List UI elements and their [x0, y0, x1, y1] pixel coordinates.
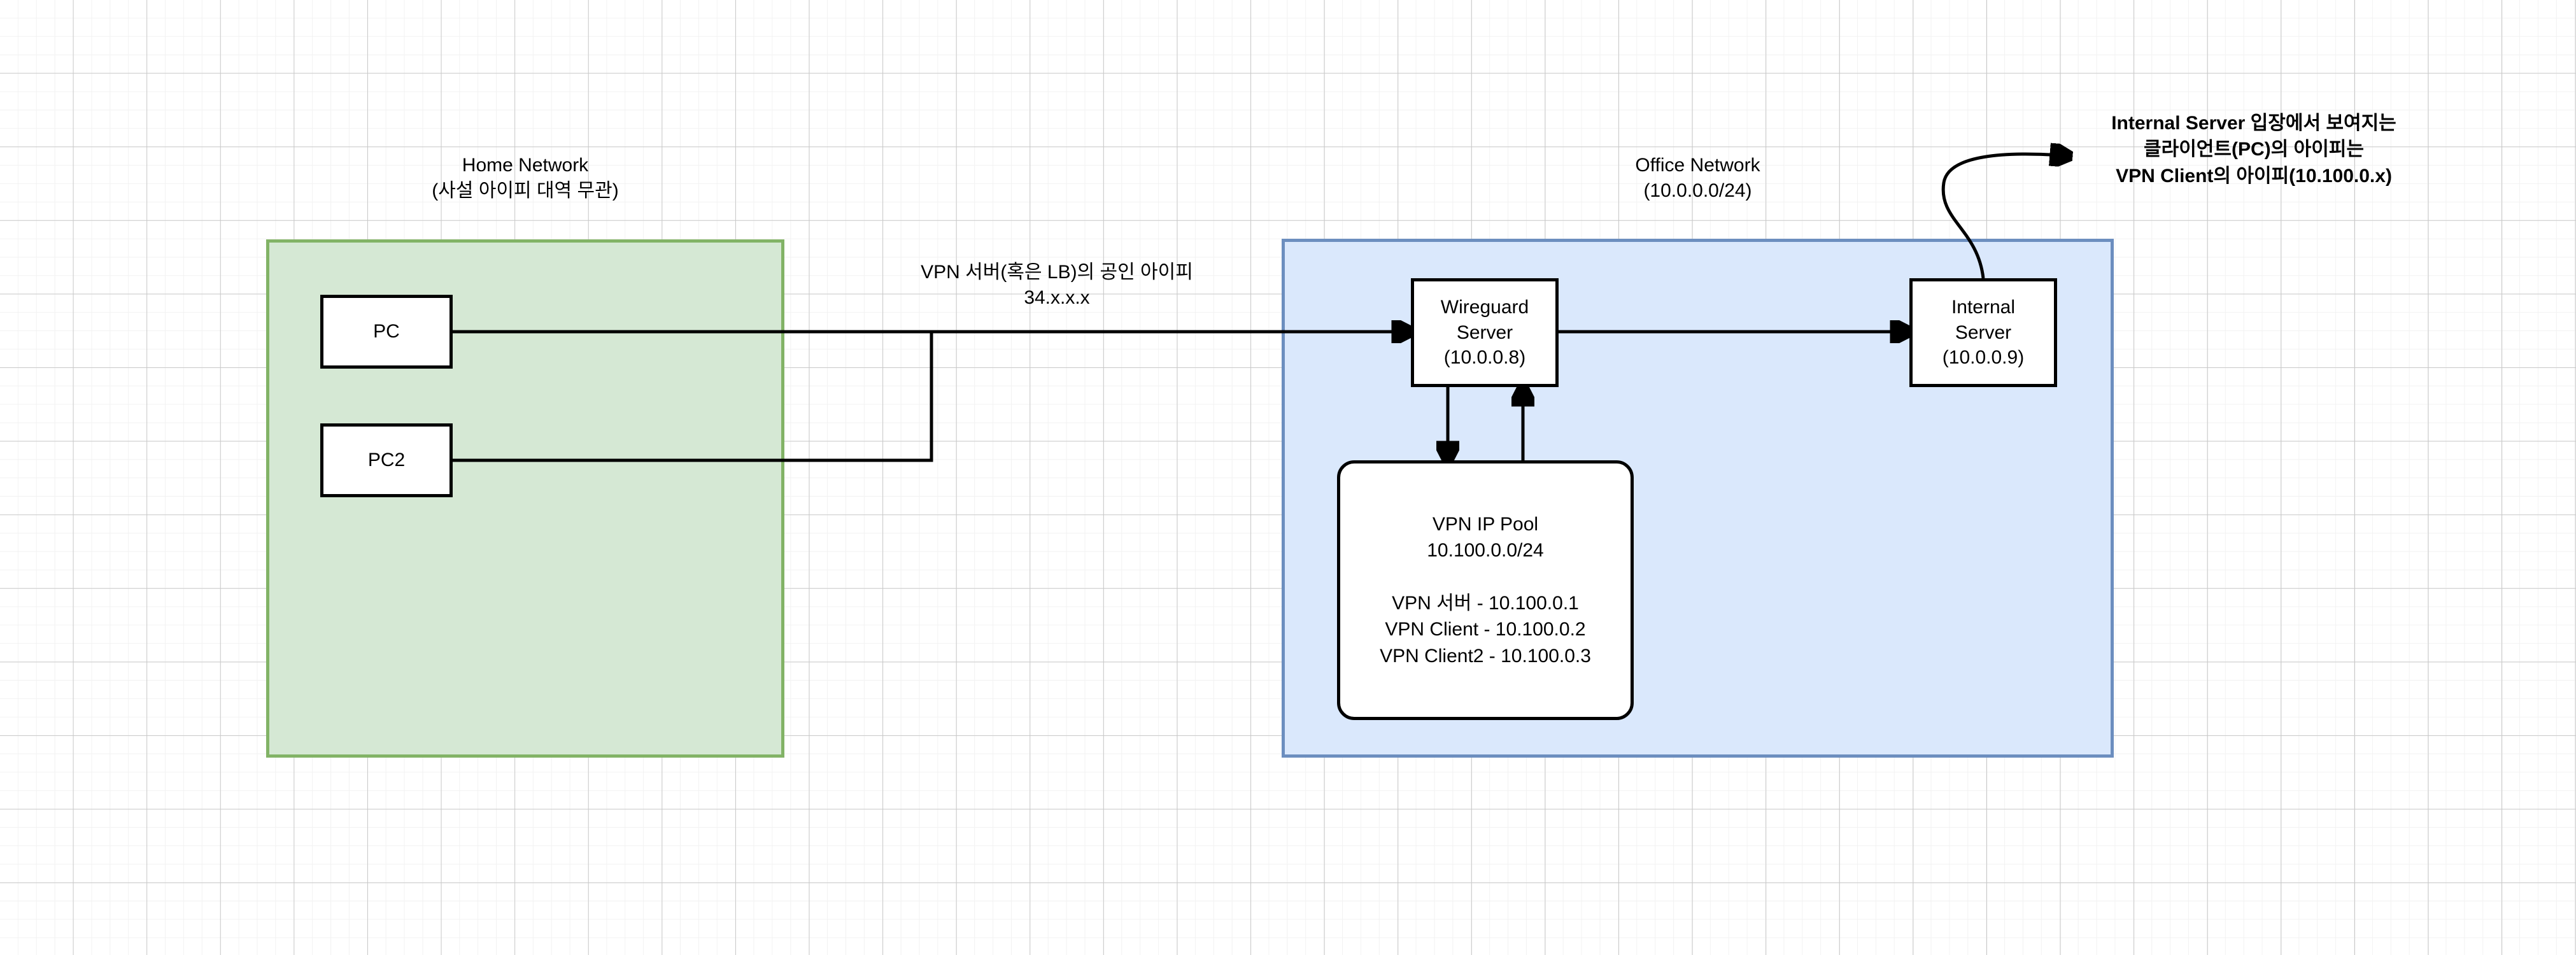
zone-office-network-label: Office Network (10.0.0.0/24): [1635, 155, 1760, 201]
node-pc[interactable]: PC: [320, 295, 453, 369]
edge-label-vpn-public-ip: VPN 서버(혹은 LB)의 공인 아이피 34.x.x.x: [921, 262, 1193, 308]
node-vpn-ip-pool[interactable]: VPN IP Pool 10.100.0.0/24 VPN 서버 - 10.10…: [1337, 460, 1634, 720]
node-pc2[interactable]: PC2: [320, 423, 453, 497]
node-internal-server[interactable]: Internal Server (10.0.0.9): [1909, 278, 2057, 387]
node-wireguard-server[interactable]: Wireguard Server (10.0.0.8): [1411, 278, 1559, 387]
callout-internal-server-view: Internal Server 입장에서 보여지는 클라이언트(PC)의 아이피…: [2111, 113, 2396, 187]
zone-home-network-label: Home Network (사설 아이피 대역 무관): [432, 155, 619, 201]
